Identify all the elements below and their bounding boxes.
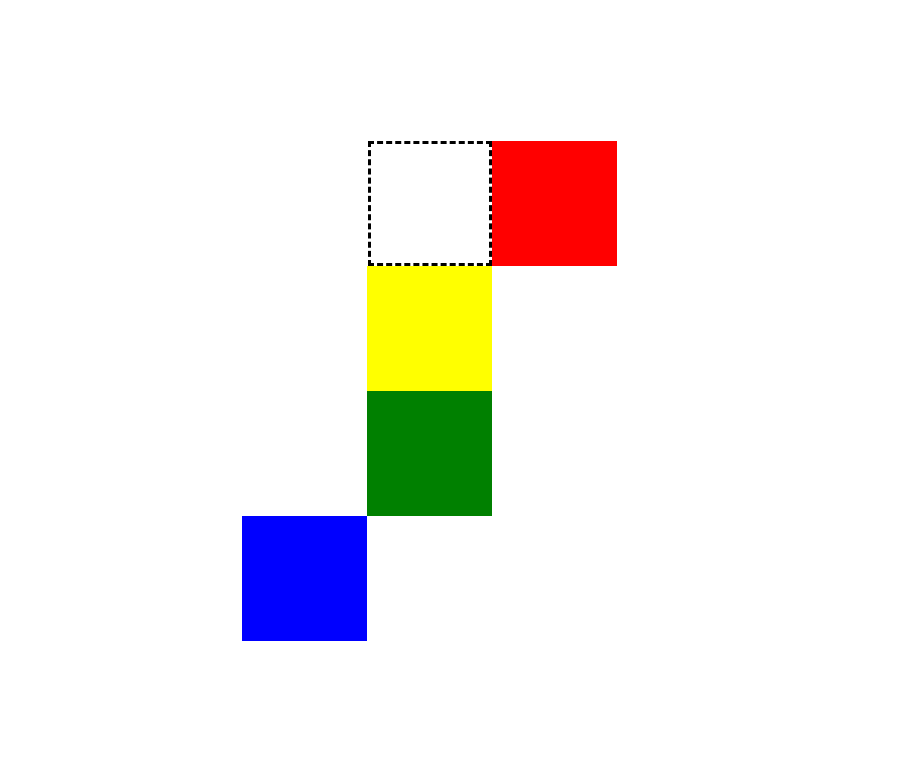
blue-block[interactable]	[242, 516, 367, 641]
green-block[interactable]	[367, 391, 492, 516]
yellow-block[interactable]	[367, 266, 492, 391]
empty-slot[interactable]	[368, 141, 492, 266]
red-block[interactable]	[492, 141, 617, 266]
